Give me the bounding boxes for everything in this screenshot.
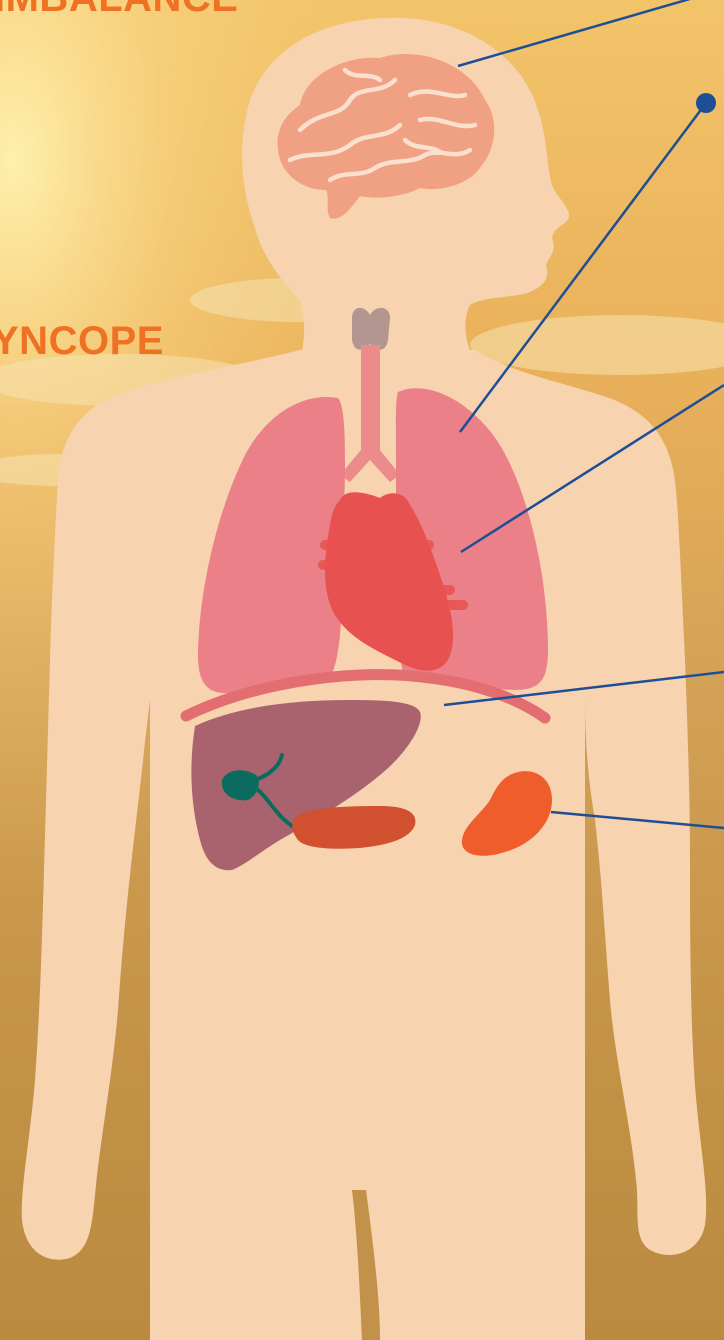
thyroid <box>352 308 390 350</box>
imbalance-label: IMBALANCE <box>0 0 238 18</box>
callout-dot <box>696 93 716 113</box>
syncope-label: YNCOPE <box>0 321 164 361</box>
